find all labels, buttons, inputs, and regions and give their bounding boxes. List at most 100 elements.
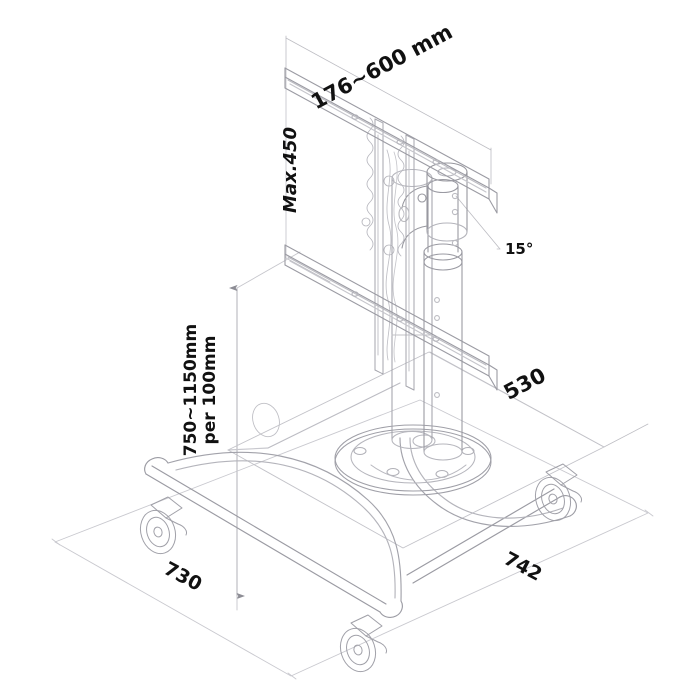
vbar-right-bottom: [405, 385, 415, 391]
coil-right: [397, 135, 405, 257]
castor-right-axle: [548, 493, 558, 505]
tilt-pivot-bolt: [417, 193, 427, 203]
lower-rail: [284, 244, 498, 391]
column-front-collar-ellipse: [423, 243, 463, 261]
frame-tube-left-endcap: [144, 457, 169, 475]
castor-left-axle: [153, 526, 163, 538]
frame-tube-right-inner: [406, 488, 555, 576]
vbar-right-top: [405, 134, 415, 140]
dim-label-footprint-left: 730: [160, 558, 205, 596]
lower-rail-bottom-front: [284, 264, 490, 377]
cable-clip-3: [361, 217, 371, 227]
frame-curve-left: [167, 451, 402, 602]
base-plate-slot-left: [370, 464, 414, 481]
lower-rail-hole-3: [432, 336, 440, 342]
ground-plane-parallelogram: [54, 399, 649, 677]
tilt-screw-3: [451, 239, 459, 247]
upper-rail-groove-1: [287, 79, 487, 189]
lower-rail-top-front: [284, 244, 490, 357]
upper-rail-flange: [488, 187, 498, 214]
frame-tube-left-inner: [151, 465, 387, 605]
castor-right-wheel: [534, 476, 572, 522]
lower-rail-flange: [488, 364, 498, 391]
dimension-height-range: [229, 251, 301, 611]
castor-right-brake: [560, 484, 574, 492]
column-front-screw-3: [434, 392, 440, 398]
upper-rail-top-back: [284, 76, 490, 189]
base-plate-bolt-1: [353, 446, 367, 456]
base-deck-outline: [227, 351, 605, 549]
column-rear-bottom-ellipse: [391, 430, 433, 450]
castor-left-yoke: [150, 496, 183, 519]
upper-rail-hole-3: [432, 159, 440, 165]
tilt-screw-1: [451, 192, 459, 200]
frame-rear-link-end: [227, 447, 269, 451]
column-front-inner-top-ellipse: [427, 178, 459, 194]
upper-rail-hole-1: [351, 114, 359, 120]
frame-curve-right-2: [409, 437, 564, 519]
cable-run-centre-2: [392, 151, 399, 363]
tilt-arm-lower: [401, 225, 428, 249]
column-front-screw-2: [434, 315, 440, 321]
castor-front-wheel: [339, 627, 377, 673]
upper-rail-top-front: [284, 67, 490, 180]
castor-left-hub: [146, 516, 170, 548]
deck-plane: [227, 351, 605, 549]
castor-front-brake-lever: [377, 641, 387, 654]
ext-line-rail-lower: [285, 257, 331, 283]
frame-rear-link: [267, 382, 401, 449]
dim-label-base-depth: 530: [500, 363, 550, 405]
vbar-left-bottom: [374, 369, 384, 375]
castor-left-brake: [165, 517, 179, 525]
coil-left: [366, 117, 374, 251]
corner-tick-front: [287, 672, 297, 680]
castor-right: [534, 463, 582, 522]
frame-curve-left-2: [175, 460, 396, 599]
base-plate-slot-right: [425, 464, 467, 481]
castor-front-hub: [346, 634, 370, 666]
base-plate-top: [334, 424, 492, 492]
base-plate-outer: [334, 428, 492, 496]
base-frame: [144, 382, 577, 618]
castor-front: [339, 614, 387, 673]
castor-rear-wheel: [252, 402, 280, 438]
upper-rail-groove-2: [289, 83, 487, 193]
dim-label-tilt-angle: 15°: [505, 240, 533, 258]
tilt-head: [398, 162, 468, 249]
tilt-screw-2: [451, 208, 459, 216]
dim-label-height-range: 750~1150mm: [181, 324, 201, 456]
vertical-bar-right: [405, 134, 415, 391]
upper-rail: [284, 67, 498, 214]
castor-front-brake: [365, 635, 379, 643]
footprint-outline: [51, 399, 654, 680]
cable-management: [361, 117, 405, 363]
column-front: [423, 178, 463, 461]
lower-rail-groove-2: [289, 260, 487, 370]
column-rear: [391, 168, 433, 450]
vbar-left-top: [374, 118, 384, 124]
column-front-upper-ellipse: [423, 253, 463, 271]
dim-label-max450: Max.450: [280, 127, 301, 213]
castor-left-wheel: [139, 509, 177, 555]
lower-rail-groove-1: [287, 256, 487, 366]
tilt-head-lower-ellipse: [426, 222, 468, 242]
corner-tick-right: [644, 509, 654, 517]
corner-tick-left: [51, 538, 61, 546]
castor-rear: [252, 402, 280, 438]
castor-left-brake-lever: [177, 523, 187, 536]
dim-label-top-width: 176~600 mm: [307, 20, 456, 115]
base-plate: [334, 424, 492, 496]
castor-left: [139, 496, 187, 555]
frame-tube-right-outer: [412, 496, 561, 584]
base-plate-bolt-4: [461, 446, 475, 456]
upper-rail-hole-2: [396, 139, 404, 145]
base-plate-bolt-2: [386, 467, 400, 477]
ext-line-530-right: [603, 423, 649, 448]
cable-clip-2: [383, 244, 395, 256]
frame-curve-right: [399, 437, 571, 527]
frame-tube-left-frontcap: [379, 600, 403, 618]
castor-front-axle: [353, 644, 363, 656]
castor-right-brake-lever: [572, 490, 582, 503]
